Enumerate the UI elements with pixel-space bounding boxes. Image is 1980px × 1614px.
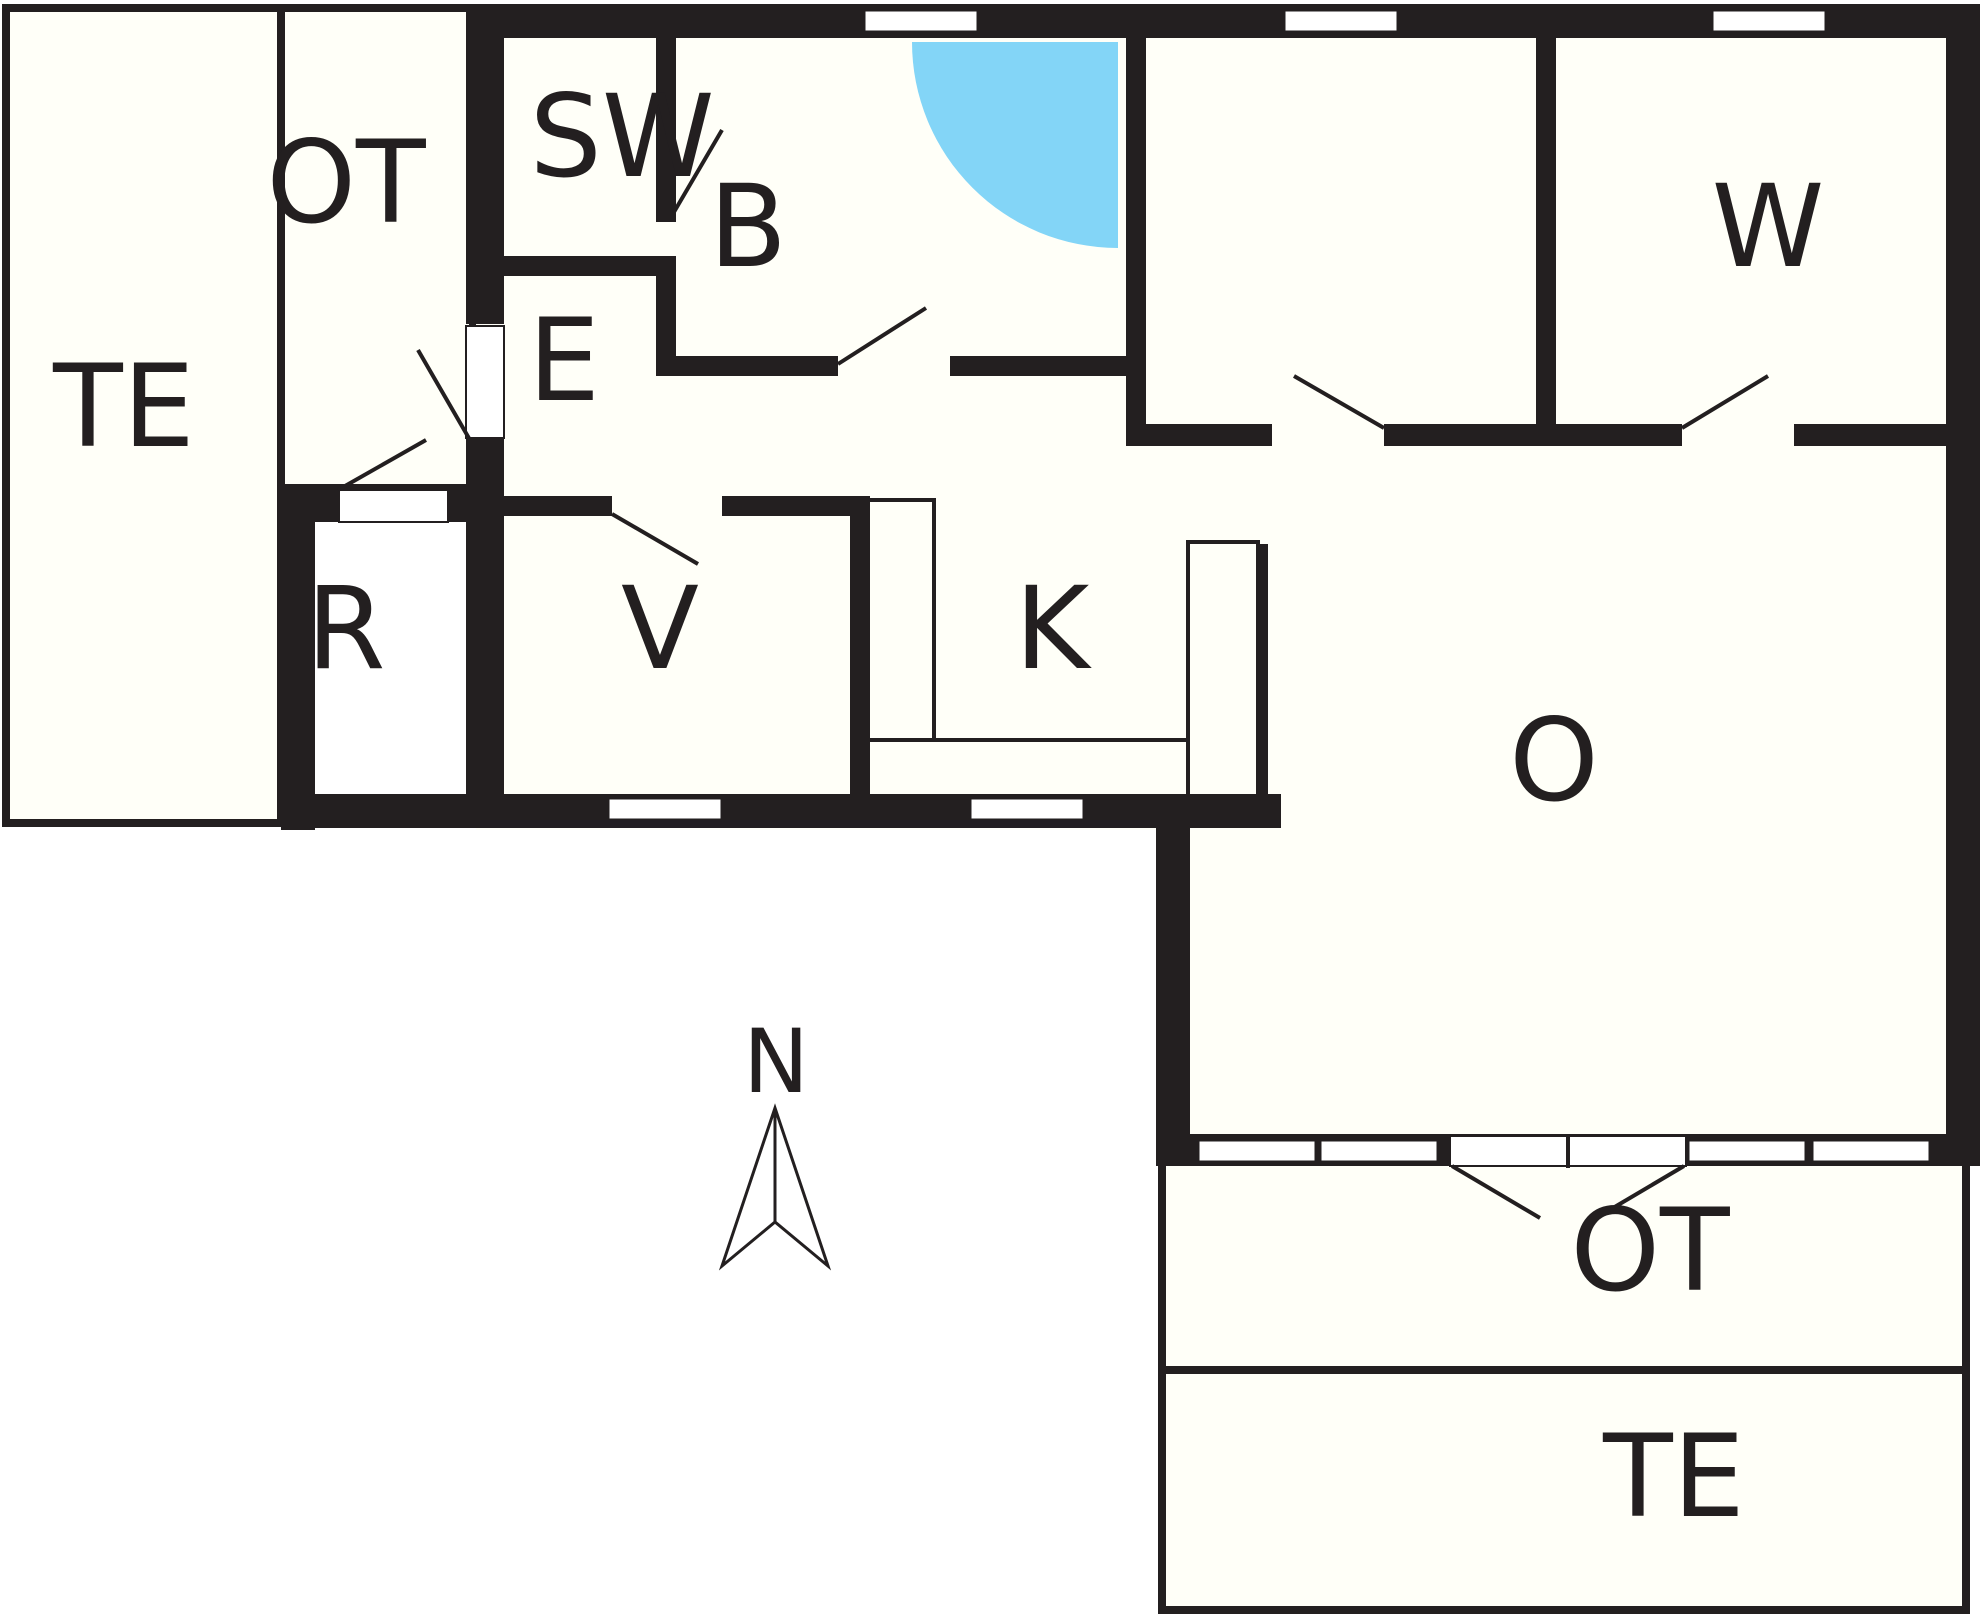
window-o-3	[1686, 1138, 1808, 1164]
label-k: K	[1015, 562, 1093, 695]
window-b	[862, 8, 980, 34]
wall-v-k	[850, 496, 870, 800]
wall-b-east	[1126, 34, 1146, 444]
wall-sw-south	[490, 256, 676, 276]
wall-bed-south-a	[1126, 424, 1272, 446]
door-swings	[337, 128, 1770, 1220]
window-o-1	[1196, 1138, 1318, 1164]
window-o-4	[1810, 1138, 1932, 1164]
label-sw: SW	[529, 70, 714, 203]
label-o: O	[1509, 694, 1599, 827]
window-bed-1	[1282, 8, 1400, 34]
counter-west	[866, 498, 936, 742]
label-te-west: TE	[52, 340, 195, 473]
wall-v-north-a	[490, 496, 612, 516]
door-swing-b	[836, 306, 928, 366]
north-arrow: N	[718, 1010, 832, 1271]
counter-south	[866, 738, 1192, 798]
label-ot-north: OT	[266, 116, 426, 249]
outside-area	[0, 830, 1158, 1614]
wall-bed-south-b	[1384, 424, 1682, 446]
shower-area	[912, 42, 1118, 248]
window-bed-2	[1710, 8, 1828, 34]
label-ot-south: OT	[1570, 1184, 1730, 1317]
door-swing-bed-2	[1680, 374, 1770, 430]
door-swing-v	[610, 512, 700, 566]
door-swing-ot	[337, 438, 427, 492]
wall-o-west	[1156, 794, 1190, 1166]
door-swing-sw	[672, 128, 724, 214]
window-o-2	[1318, 1138, 1440, 1164]
window-v	[606, 796, 724, 822]
label-b: B	[709, 160, 787, 293]
door-opening-ot	[338, 489, 449, 523]
wall-k-east-south	[1180, 796, 1268, 816]
door-swing-terrace-2	[1594, 1164, 1686, 1220]
wall-b-west	[656, 256, 676, 376]
floor-te-west	[2, 4, 285, 827]
windows	[606, 8, 1932, 1164]
label-w: W	[1712, 160, 1825, 293]
label-te-south: TE	[1602, 1410, 1745, 1543]
door-opening-entry	[465, 325, 505, 439]
label-v: V	[621, 562, 699, 695]
door-swing-terrace-1	[1450, 1164, 1542, 1220]
wall-sw-b	[656, 34, 676, 222]
floor-te-south	[1158, 1366, 1970, 1614]
wall-b-south-b	[950, 356, 1128, 376]
wall-v-north-b	[722, 496, 868, 516]
wall-b-south-a	[656, 356, 838, 376]
counter-east	[1186, 540, 1260, 798]
wall-bed-south-c	[1794, 424, 1954, 446]
window-k	[968, 796, 1086, 822]
compass-label: N	[743, 1010, 809, 1113]
floor-ot-south	[1158, 1146, 1970, 1374]
wall-south-west	[281, 794, 1281, 828]
door-swing-bed-1	[1292, 374, 1386, 430]
door-swing-entry	[416, 348, 472, 442]
floor-ot-north	[277, 4, 477, 492]
kitchen-counters	[866, 498, 1260, 798]
wall-r-north	[281, 488, 339, 522]
room-labels: TE OT SW B E W R V K O OT TE	[52, 70, 1824, 1543]
wall-bed-divider	[1536, 34, 1556, 426]
wall-r-west	[281, 488, 315, 830]
label-r: R	[306, 562, 385, 695]
north-arrow-icon	[718, 1103, 832, 1271]
wall-east	[1946, 4, 1980, 1166]
label-e: E	[528, 294, 600, 427]
